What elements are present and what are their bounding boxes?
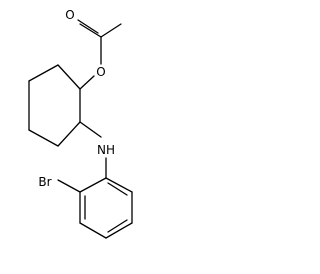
amine-nh-label: NH [97, 143, 115, 157]
benzene-ring [79, 177, 133, 239]
ring-bond [57, 64, 81, 90]
cyclohexane-ring [28, 64, 81, 147]
ring-bond [79, 222, 107, 239]
chemical-structure: O O NH Br [28, 8, 133, 239]
bond-ring-to-nitrogen [79, 121, 102, 138]
acetyl-group [77, 19, 122, 65]
ring-bond [79, 177, 107, 193]
ester-oxygen-label: O [96, 65, 105, 79]
aromatic-inner-bond [107, 219, 128, 233]
bond-ring-to-ester-oxygen [79, 75, 95, 90]
bond-to-bromine [57, 179, 81, 193]
bond-carbonyl-double-2 [77, 19, 99, 34]
ring-bond [28, 64, 59, 82]
bond-methyl [100, 23, 122, 38]
carbonyl-oxygen-label: O [65, 8, 74, 22]
aromatic-inner-bond [107, 182, 128, 196]
bond-carbonyl-double-1 [79, 23, 102, 38]
ring-bond [105, 222, 133, 239]
ring-bond [57, 121, 81, 147]
ring-bond [105, 177, 133, 193]
bromine-label: Br [38, 175, 51, 189]
ring-bond [28, 129, 59, 147]
